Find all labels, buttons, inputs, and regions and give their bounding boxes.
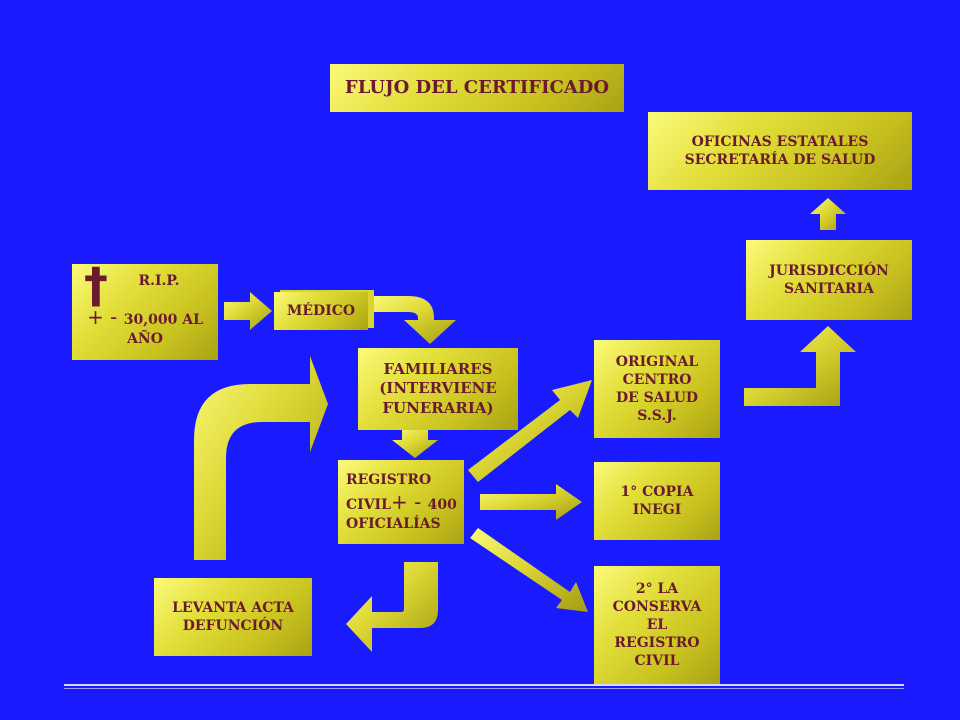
arrow-registro-to-copia1: [480, 484, 582, 520]
registro-value: 400: [427, 497, 457, 513]
copia2-line: EL: [646, 616, 668, 633]
node-medico: MÉDICO: [274, 292, 368, 330]
registro-line: REGISTRO: [346, 471, 432, 488]
node-levanta-acta: LEVANTA ACTA DEFUNCIÓN: [154, 578, 312, 656]
arrow-jurisdiccion-to-oficinas: [810, 198, 846, 230]
rip-stat: + - 30,000 AL: [87, 304, 203, 330]
node-rip: † R.I.P. + - 30,000 AL AÑO: [72, 258, 218, 360]
rip-title: R.I.P.: [138, 273, 180, 289]
original-line: S.S.J.: [637, 408, 677, 425]
original-line: ORIGINAL: [615, 353, 699, 370]
node-original-centro-salud: ORIGINAL CENTRO DE SALUD S.S.J.: [594, 340, 720, 438]
levanta-line: DEFUNCIÓN: [182, 618, 284, 634]
copia2-line: 2° LA: [635, 580, 679, 597]
oficinas-line: SECRETARÍA DE SALUD: [684, 152, 876, 168]
node-registro-civil: REGISTRO CIVIL+ - 400 OFICIALÍAS: [338, 460, 464, 544]
bottom-rule: [64, 684, 904, 686]
node-copia-registro-civil: 2° LA CONSERVA EL REGISTRO CIVIL: [594, 566, 720, 684]
arrow-original-to-jurisdiccion: [744, 326, 856, 406]
familiares-line: FUNERARIA): [382, 398, 494, 417]
arrow-rip-to-medico: [224, 292, 272, 330]
registro-prefix: CIVIL: [346, 497, 391, 513]
node-jurisdiccion-sanitaria: JURISDICCIÓN SANITARIA: [746, 240, 912, 320]
rip-stat-value: 30,000 AL: [123, 312, 203, 329]
arrow-medico-to-familiares: [372, 296, 456, 344]
registro-sign: + -: [390, 490, 428, 514]
node-copia-inegi: 1° COPIA INEGI: [594, 462, 720, 540]
original-line: DE SALUD: [615, 390, 699, 406]
copia2-line: CIVIL: [634, 653, 680, 670]
copia1-line: 1° COPIA: [620, 483, 694, 500]
cross-icon: †: [84, 258, 108, 314]
familiares-line: FAMILIARES: [383, 359, 493, 378]
rip-stat-sign: + -: [87, 305, 124, 330]
registro-line-2: CIVIL+ - 400: [346, 489, 457, 515]
original-line: CENTRO: [622, 371, 692, 388]
diagram-title: FLUJO DEL CERTIFICADO: [330, 64, 624, 112]
jurisdiccion-line: JURISDICCIÓN: [769, 262, 889, 279]
levanta-line: LEVANTA ACTA: [172, 599, 294, 616]
node-oficinas-estatales: OFICINAS ESTATALES SECRETARÍA DE SALUD: [648, 112, 912, 190]
copia1-line: INEGI: [632, 502, 682, 518]
familiares-line: (INTERVIENE: [379, 379, 497, 398]
arrow-registro-to-levanta: [346, 562, 438, 652]
bottom-rule-shadow: [64, 688, 904, 689]
copia2-line: CONSERVA: [612, 598, 702, 615]
medico-label: MÉDICO: [286, 302, 356, 319]
jurisdiccion-line: SANITARIA: [784, 281, 874, 297]
node-familiares: FAMILIARES (INTERVIENE FUNERARIA): [358, 348, 518, 430]
diagram-title-text: FLUJO DEL CERTIFICADO: [344, 77, 610, 99]
arrow-familiares-to-registro: [392, 430, 438, 458]
arrow-registro-to-copia2: [470, 528, 588, 612]
arrow-registro-to-original: [468, 380, 592, 482]
oficinas-line: OFICINAS ESTATALES: [691, 133, 869, 150]
registro-line: OFICIALÍAS: [346, 516, 441, 532]
copia2-line: REGISTRO: [614, 635, 700, 652]
arrow-levanta-to-familiares: [194, 356, 328, 560]
rip-stat-unit: AÑO: [127, 331, 163, 348]
